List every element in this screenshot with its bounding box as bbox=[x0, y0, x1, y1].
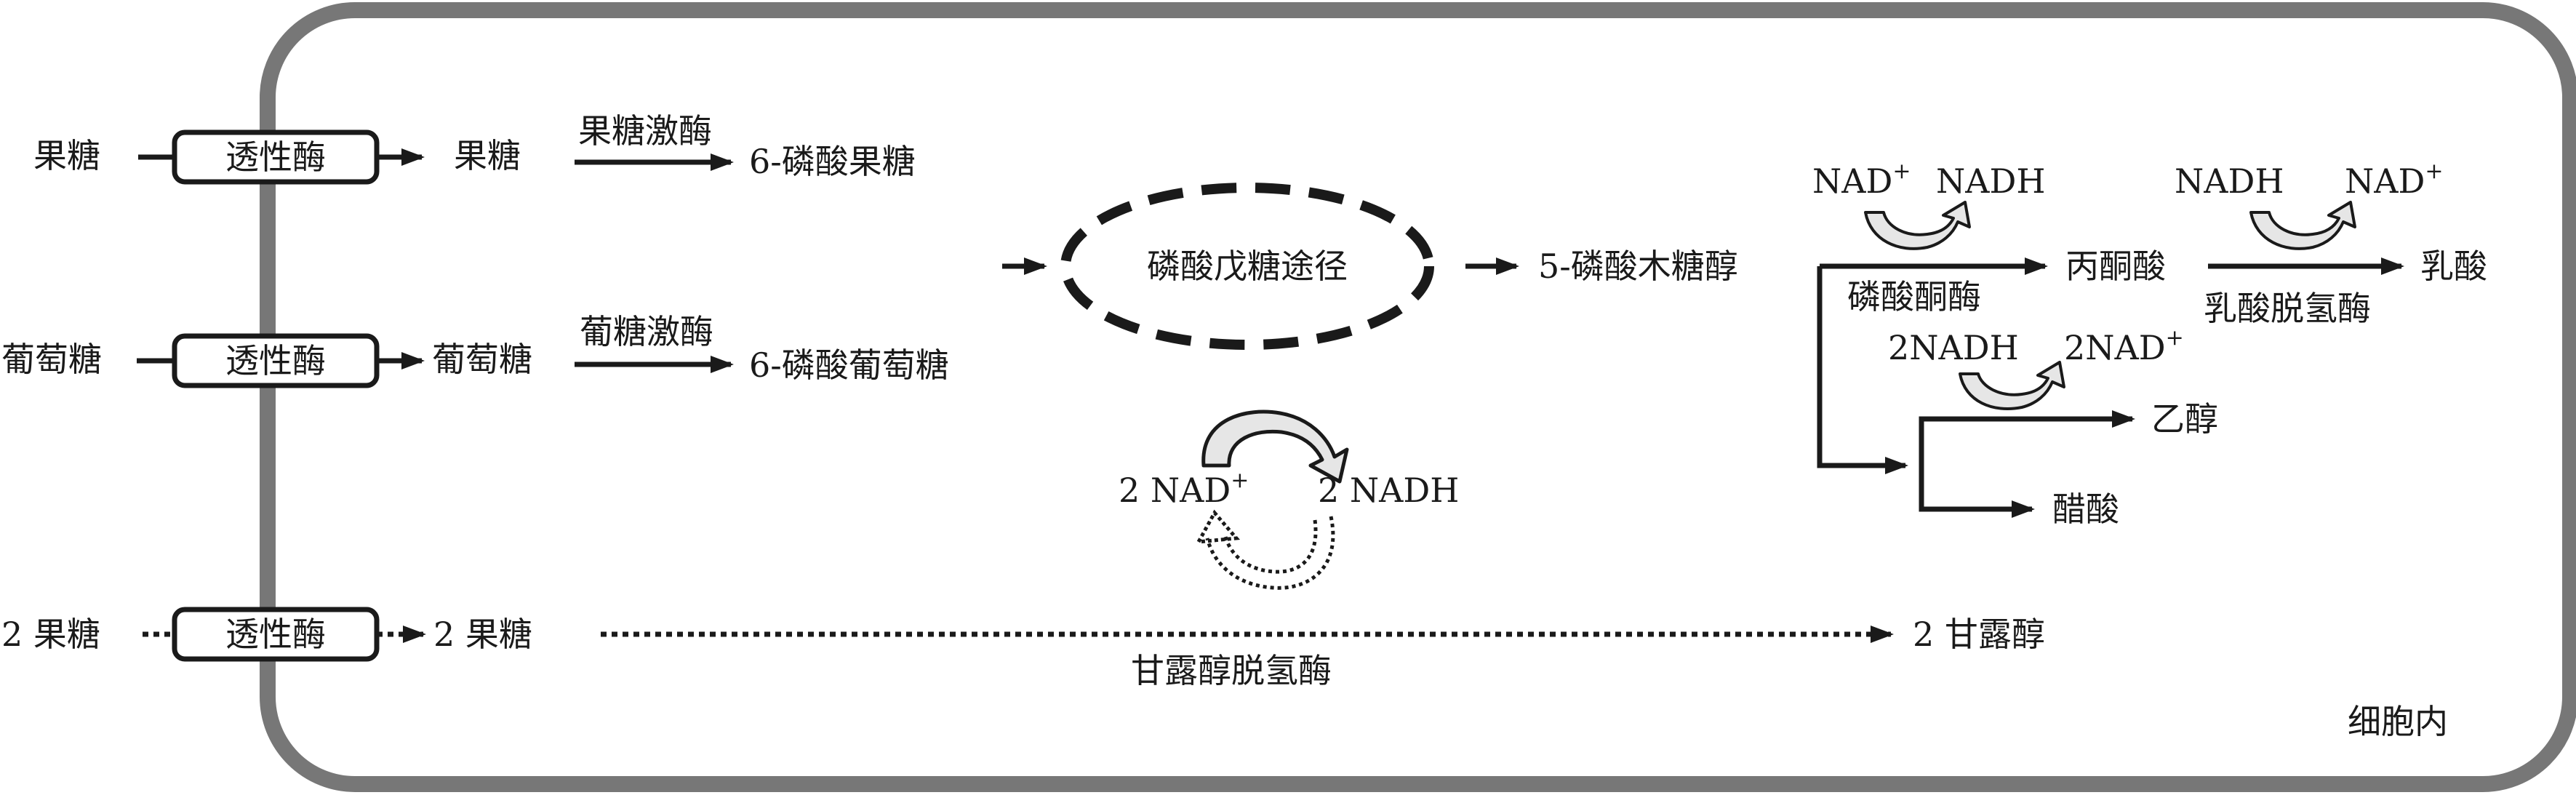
row1-transporter-label: 透性酶 bbox=[225, 137, 326, 177]
cell-interior-label: 细胞内 bbox=[2348, 702, 2448, 741]
cofactor-cycle-lower-arrow bbox=[1205, 516, 1335, 590]
branch-product-4: 醋酸 bbox=[2052, 490, 2119, 529]
row2-substrate-out: 葡萄糖 bbox=[1, 340, 102, 379]
row3-product: 2 甘露醇 bbox=[1913, 615, 2045, 654]
row2-enzyme: 葡糖激酶 bbox=[580, 312, 713, 351]
branch-cofactor-2-arrow bbox=[2249, 201, 2356, 250]
row1-substrate-out: 果糖 bbox=[33, 136, 100, 175]
branch-enzyme-1: 磷酸酮酶 bbox=[1847, 277, 1981, 316]
branch-fork bbox=[1919, 416, 2129, 512]
branch-cofactor-2-left: NADH bbox=[2175, 161, 2284, 201]
row1-substrate-in: 果糖 bbox=[454, 136, 521, 175]
pathway-cofactor-left: 2 NAD+ bbox=[1119, 468, 1249, 510]
branch-cofactor-3-right: 2NAD+ bbox=[2064, 325, 2184, 367]
cofactor-cycle-lower-arrow-inner bbox=[1223, 519, 1318, 574]
branch-product-3: 乙醇 bbox=[2151, 399, 2218, 439]
pathway-cofactor-right: 2 NADH bbox=[1318, 471, 1459, 510]
row1-enzyme: 果糖激酶 bbox=[578, 111, 712, 151]
row3-substrate-in: 2 果糖 bbox=[433, 615, 532, 654]
pathway-name: 磷酸戊糖途径 bbox=[1147, 247, 1348, 286]
branch-enzyme-2: 乳酸脱氢酶 bbox=[2204, 289, 2371, 328]
row2-substrate-in: 葡萄糖 bbox=[432, 340, 532, 379]
cell-membrane bbox=[260, 2, 2576, 792]
branch-product-1: 丙酮酸 bbox=[2065, 247, 2166, 286]
row3-enzyme: 甘露醇脱氢酶 bbox=[1131, 651, 1332, 690]
pathway-ellipse bbox=[1060, 183, 1434, 350]
row3-substrate-out: 2 果糖 bbox=[1, 615, 100, 654]
cofactor-cycle-upper-arrow bbox=[1201, 410, 1349, 484]
row2-transporter-label: 透性酶 bbox=[225, 341, 326, 380]
cofactor-cycle-lower-arrowhead bbox=[1195, 509, 1241, 544]
row1-product: 6-磷酸果糖 bbox=[749, 142, 916, 181]
branch-cofactor-2-right: NAD+ bbox=[2345, 159, 2444, 201]
pathway-product: 5-磷酸木糖醇 bbox=[1538, 247, 1738, 286]
row2-product: 6-磷酸葡萄糖 bbox=[749, 345, 949, 385]
branch-cofactor-3-left: 2NADH bbox=[1888, 328, 2019, 367]
branch-trunk bbox=[1817, 266, 1908, 474]
branch-cofactor-1-right: NADH bbox=[1936, 161, 2045, 201]
branch-cofactor-1-arrow bbox=[1864, 201, 1971, 250]
branch-cofactor-1-left: NAD+ bbox=[1812, 159, 1911, 201]
branch-cofactor-3-arrow bbox=[1959, 361, 2065, 410]
row3-transporter-label: 透性酶 bbox=[225, 615, 326, 654]
branch-product-2: 乳酸 bbox=[2420, 247, 2487, 286]
